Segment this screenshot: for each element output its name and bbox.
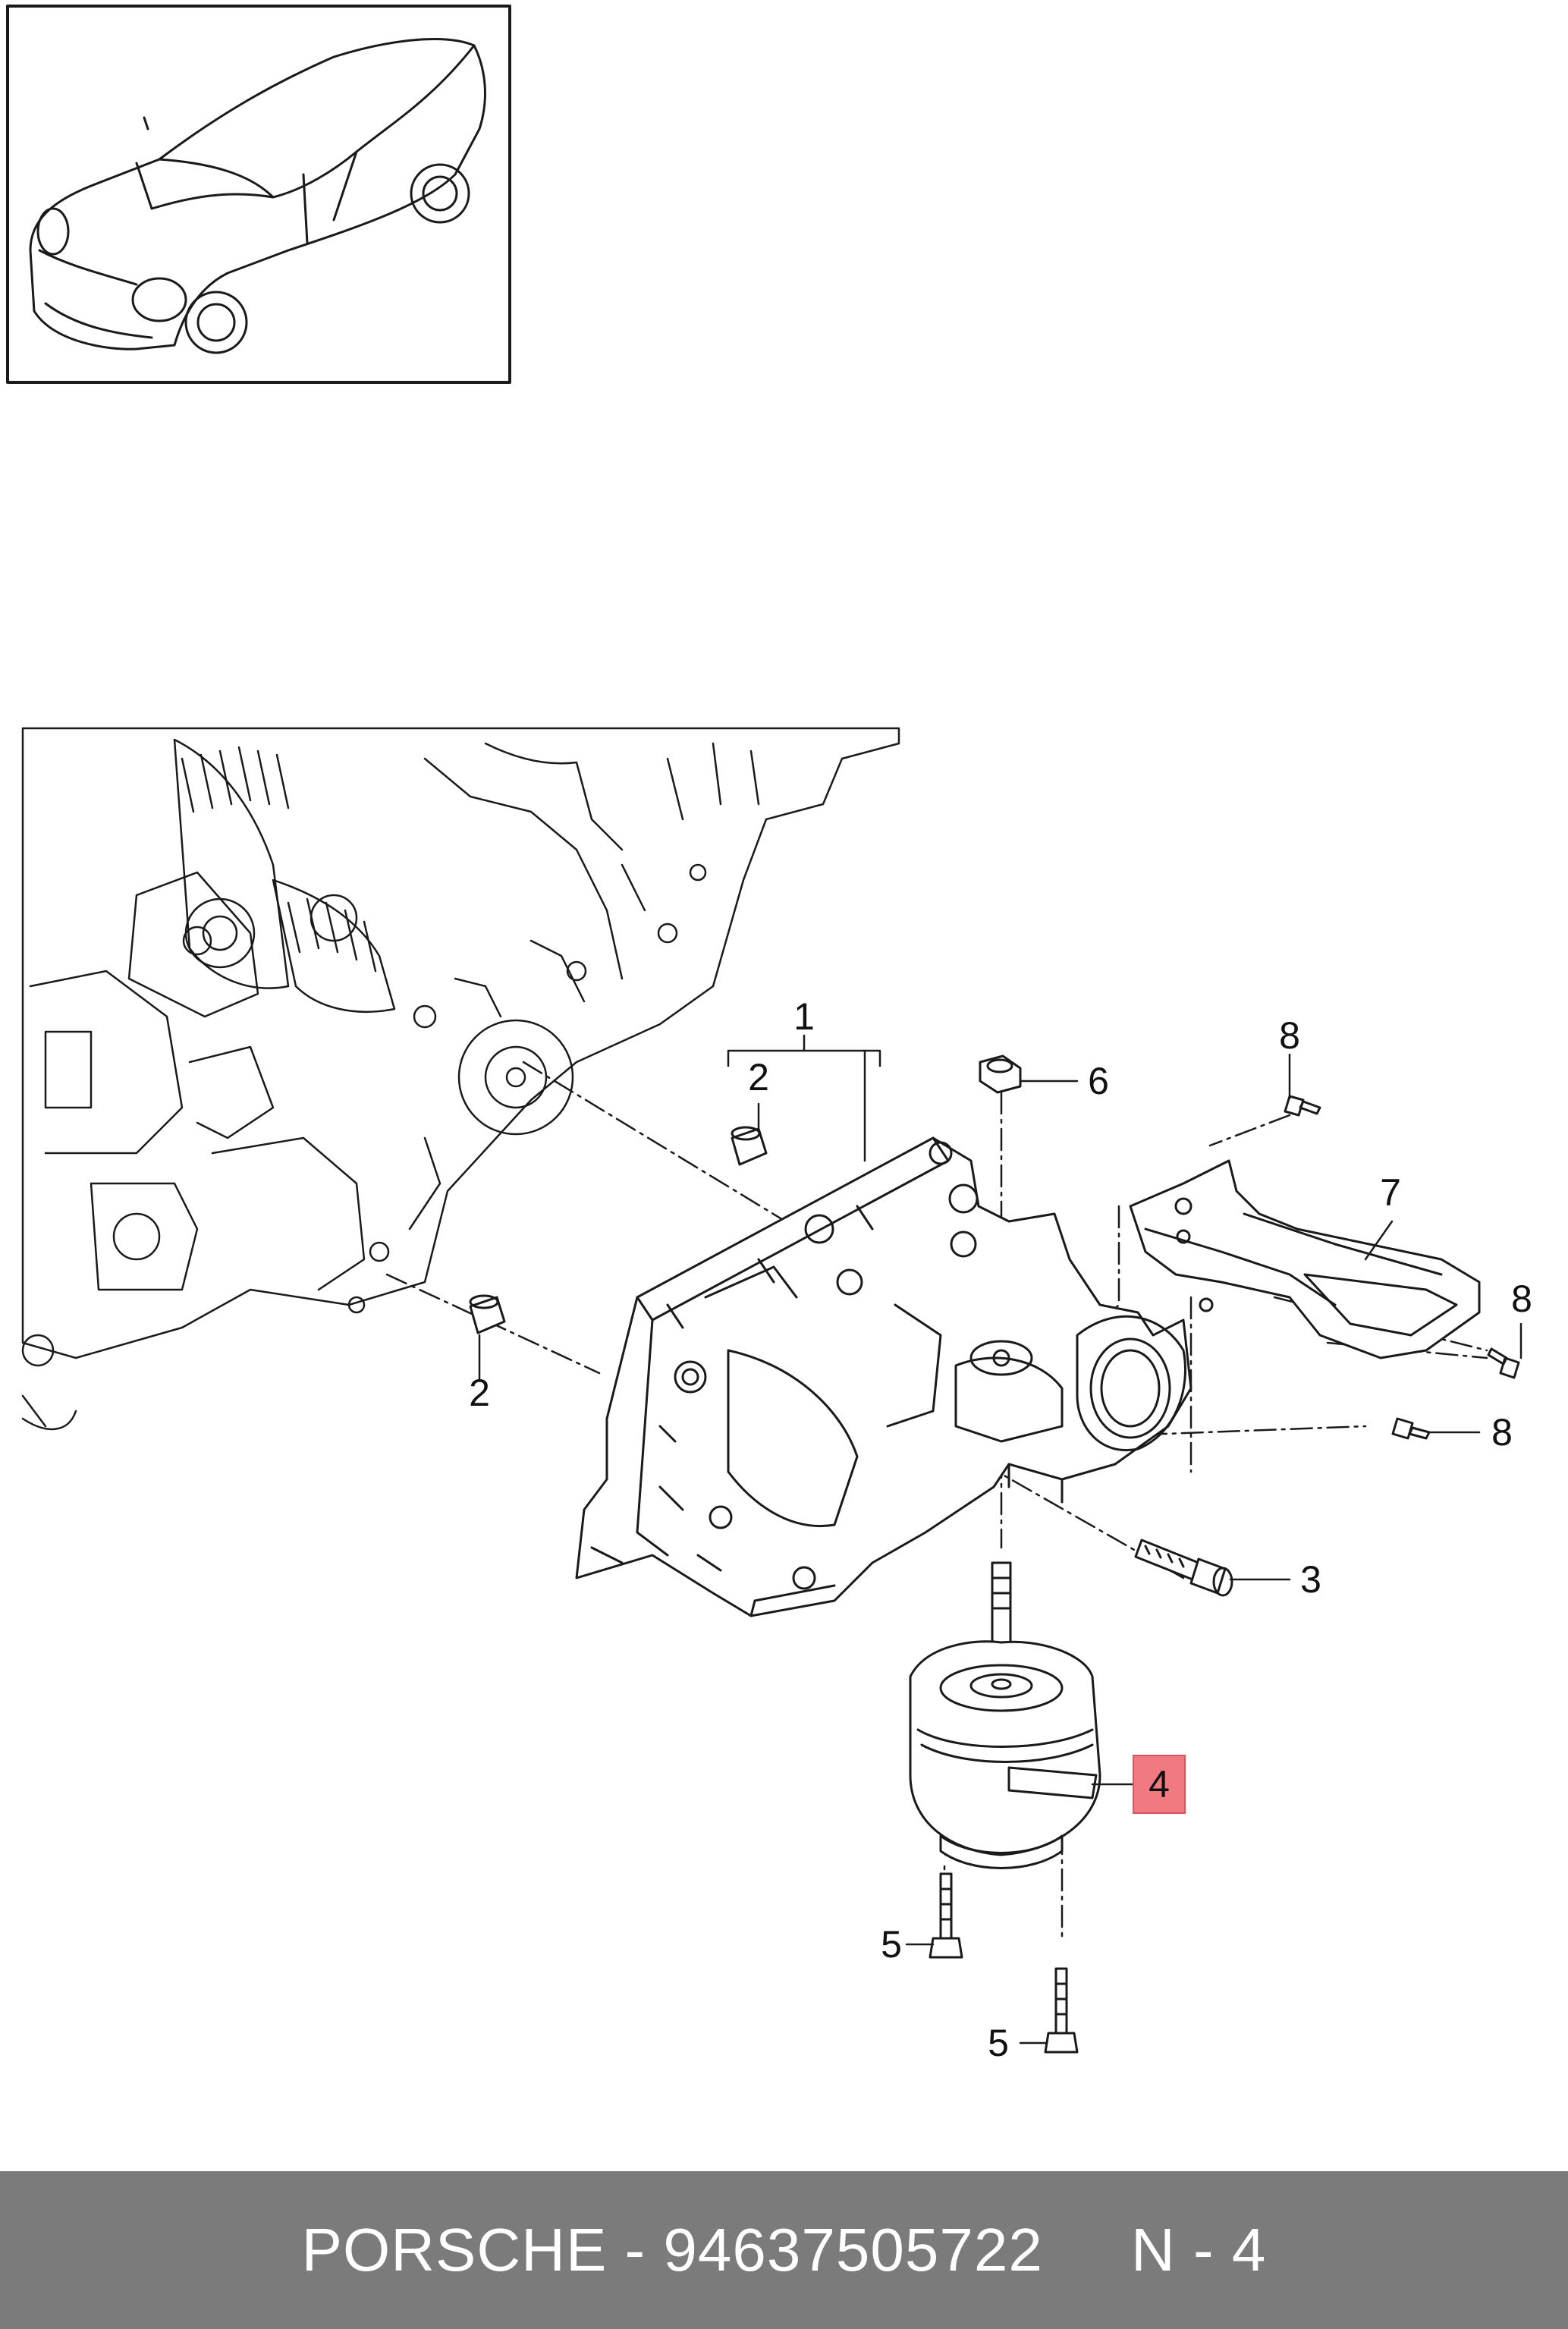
footer-bar: PORSCHE - 94637505722 N - 4 — [0, 2171, 1568, 2329]
footer-brand: PORSCHE — [301, 2216, 608, 2283]
bolt-8-top — [1284, 1095, 1321, 1117]
callout-3: 3 — [1300, 1558, 1321, 1601]
callout-1: 1 — [793, 995, 815, 1038]
callout-8-bottom: 8 — [1491, 1411, 1513, 1454]
callout-8-right: 8 — [1511, 1278, 1532, 1320]
callout-lines — [478, 1034, 1522, 2045]
bolt-8-right — [1487, 1347, 1520, 1379]
callout-2-upper: 2 — [748, 1056, 769, 1098]
bolt-3 — [1134, 1539, 1233, 1597]
footer-gap — [1043, 2216, 1131, 2283]
dowel-sleeve-upper — [731, 1126, 768, 1166]
engine-mount — [909, 1561, 1101, 1869]
callout-2-lower: 2 — [469, 1372, 490, 1414]
bolt-8-bottom — [1391, 1417, 1431, 1440]
footer-part-number: 94637505722 — [663, 2216, 1043, 2283]
callout-5-right: 5 — [988, 2022, 1009, 2064]
engine-block — [21, 727, 900, 1431]
footer-separator: - — [607, 2216, 664, 2283]
bolt-5-right — [1044, 1967, 1079, 2054]
callout-5-left: 5 — [881, 1923, 902, 1966]
nut-6 — [979, 1054, 1022, 1094]
bolt-5-left — [929, 1872, 963, 1959]
car-illustration — [29, 38, 486, 354]
footer-text: PORSCHE - 94637505722 N - 4 — [302, 2215, 1267, 2285]
parts-diagram — [6, 5, 1522, 2054]
callout-4-highlighted: 4 — [1133, 1755, 1186, 1814]
footer-reference: N - 4 — [1130, 2216, 1267, 2283]
heat-shield — [1129, 1159, 1481, 1359]
callout-6: 6 — [1088, 1060, 1109, 1102]
mount-bracket — [575, 1136, 1192, 1617]
dowel-sleeve-lower — [469, 1294, 506, 1334]
vehicle-thumbnail — [6, 5, 511, 384]
callout-7: 7 — [1380, 1171, 1401, 1214]
callout-8-top: 8 — [1279, 1014, 1300, 1057]
